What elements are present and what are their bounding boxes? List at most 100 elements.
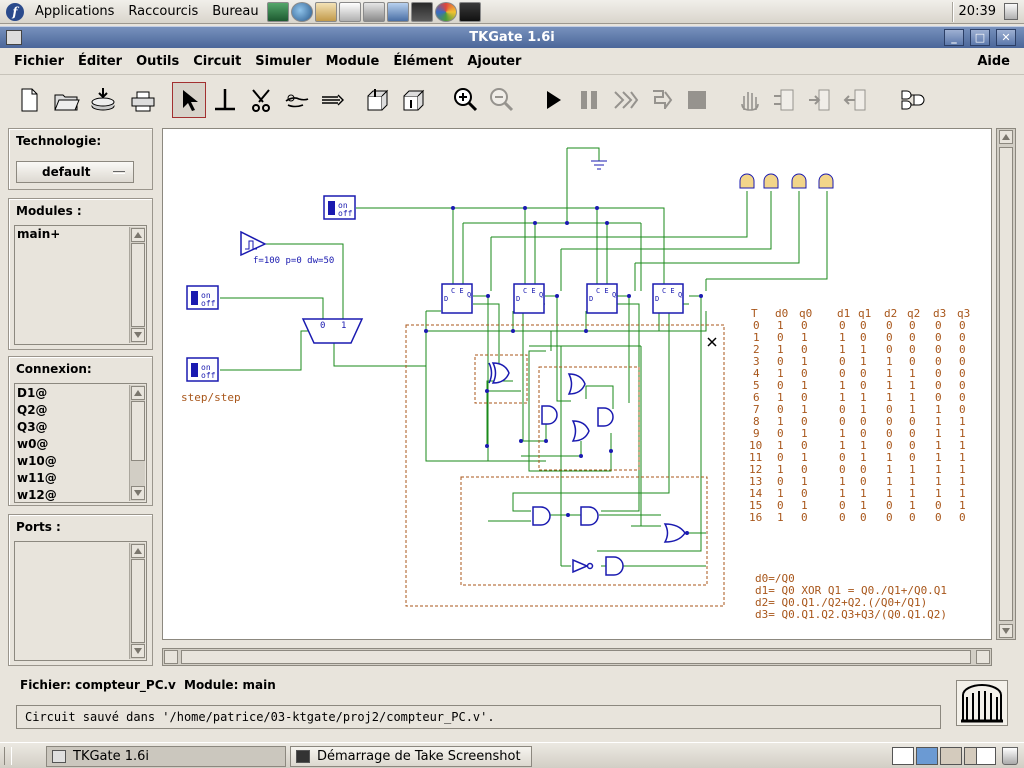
printer-icon (131, 91, 155, 112)
modules-scrollbar[interactable] (129, 227, 145, 343)
step-epoch-button[interactable] (608, 82, 642, 118)
technology-select[interactable]: default (16, 161, 134, 183)
shortcuts-menu[interactable]: Raccourcis (128, 4, 199, 19)
list-item[interactable]: Q2@ (17, 403, 48, 417)
bus-tool-button[interactable] (316, 82, 350, 118)
menu-element[interactable]: Élément (393, 54, 454, 69)
menu-tools[interactable]: Outils (136, 54, 180, 69)
list-item[interactable]: w12@ (17, 488, 57, 502)
move-hand-button[interactable] (732, 82, 766, 118)
menu-edit[interactable]: Éditer (77, 54, 123, 69)
logic-gates[interactable] (488, 362, 686, 576)
scroll-thumb[interactable] (131, 243, 145, 327)
app-launcher-icon[interactable] (410, 1, 433, 22)
scroll-up-arrow-icon[interactable] (131, 386, 145, 400)
terminal-icon[interactable] (458, 1, 481, 22)
minimize-button[interactable]: _ (944, 29, 964, 46)
open-file-button[interactable] (50, 82, 84, 118)
task-screenshot[interactable]: Démarrage de Take Screenshot (290, 746, 532, 767)
zoom-in-button[interactable] (448, 82, 482, 118)
table-cell: 1 (959, 463, 966, 476)
wire-tool-button[interactable] (208, 82, 242, 118)
scroll-thumb[interactable] (999, 147, 1013, 621)
menu-help[interactable]: Aide (977, 54, 1010, 69)
scroll-left-arrow-icon[interactable] (164, 650, 178, 664)
applications-menu[interactable]: Applications (35, 4, 115, 19)
list-item[interactable]: main+ (17, 227, 61, 241)
menu-module[interactable]: Module (325, 54, 380, 69)
connections-list[interactable]: D1@ Q2@ Q3@ w0@ w10@ w11@ w12@ (14, 383, 147, 503)
gimp-icon[interactable] (434, 1, 457, 22)
menu-add[interactable]: Ajouter (467, 54, 522, 69)
ports-scrollbar[interactable] (129, 543, 145, 659)
window-titlebar[interactable]: TKGate 1.6i _ □ ✕ (0, 26, 1024, 48)
cut-wire-button[interactable] (244, 82, 278, 118)
scroll-down-arrow-icon[interactable] (999, 624, 1013, 638)
workspace-1[interactable] (892, 747, 914, 765)
maximize-button[interactable]: □ (970, 29, 990, 46)
file-manager-icon[interactable] (386, 1, 409, 22)
menu-circuit[interactable]: Circuit (193, 54, 242, 69)
step-cycle-button[interactable] (644, 82, 678, 118)
fedora-logo-icon[interactable]: f (6, 2, 24, 21)
simulate-stop-button[interactable] (680, 82, 714, 118)
list-item[interactable]: Q3@ (17, 420, 48, 434)
desktop-menu[interactable]: Bureau (212, 4, 259, 19)
list-item[interactable]: w0@ (17, 437, 49, 451)
connections-scrollbar[interactable] (129, 385, 145, 501)
select-tool-button[interactable] (172, 82, 206, 118)
list-item[interactable]: w11@ (17, 471, 57, 485)
close-button[interactable]: ✕ (996, 29, 1016, 46)
hand-tool-button[interactable] (280, 82, 314, 118)
close-module-button[interactable] (396, 82, 430, 118)
web-browser-icon[interactable] (290, 1, 313, 22)
new-file-button[interactable] (12, 82, 46, 118)
save-button[interactable] (86, 82, 120, 118)
simulate-pause-button[interactable] (572, 82, 606, 118)
menu-file[interactable]: Fichier (14, 54, 64, 69)
ports-list[interactable] (14, 541, 147, 661)
open-module-button[interactable] (360, 82, 394, 118)
trash-icon[interactable] (1002, 747, 1018, 765)
scroll-up-arrow-icon[interactable] (131, 544, 145, 558)
scroll-thumb[interactable] (181, 650, 971, 664)
canvas-vertical-scrollbar[interactable] (996, 128, 1016, 640)
system-monitor-icon[interactable] (266, 1, 289, 22)
print-icon[interactable] (362, 1, 385, 22)
modules-panel: Modules : main+ (8, 198, 153, 350)
port-in-button[interactable] (804, 82, 838, 118)
print-button[interactable] (126, 82, 160, 118)
zoom-out-button[interactable] (484, 82, 518, 118)
scroll-thumb[interactable] (131, 401, 145, 461)
clock[interactable]: 20:39 (958, 4, 996, 19)
menu-simulate[interactable]: Simuler (255, 54, 312, 69)
list-item[interactable]: D1@ (17, 386, 48, 400)
scroll-down-arrow-icon[interactable] (131, 644, 145, 658)
mail-icon[interactable] (314, 1, 337, 22)
workspace-2[interactable] (916, 747, 938, 765)
scroll-up-arrow-icon[interactable] (999, 130, 1013, 144)
scroll-right-arrow-icon[interactable] (976, 650, 990, 664)
task-tkgate[interactable]: TKGate 1.6i (46, 746, 286, 767)
scroll-up-arrow-icon[interactable] (131, 228, 145, 242)
scroll-down-arrow-icon[interactable] (131, 486, 145, 500)
simulate-run-button[interactable] (536, 82, 570, 118)
workspace-5[interactable] (976, 747, 996, 765)
modules-list[interactable]: main+ (14, 225, 147, 345)
table-header-cell: q0 (799, 307, 812, 320)
port-out-button[interactable] (840, 82, 874, 118)
tray-icon[interactable] (1004, 3, 1018, 20)
list-item[interactable]: w10@ (17, 454, 57, 468)
canvas-horizontal-scrollbar[interactable] (162, 648, 992, 666)
window-menu-icon[interactable] (6, 30, 22, 45)
scroll-thumb[interactable] (131, 559, 145, 643)
table-cell: 0 (909, 439, 916, 452)
flip-flops[interactable] (441, 283, 684, 314)
workspace-3[interactable] (940, 747, 962, 765)
gate-library-button[interactable] (896, 82, 930, 118)
writer-icon[interactable] (338, 1, 361, 22)
scroll-down-arrow-icon[interactable] (131, 328, 145, 342)
add-port-button[interactable] (768, 82, 802, 118)
